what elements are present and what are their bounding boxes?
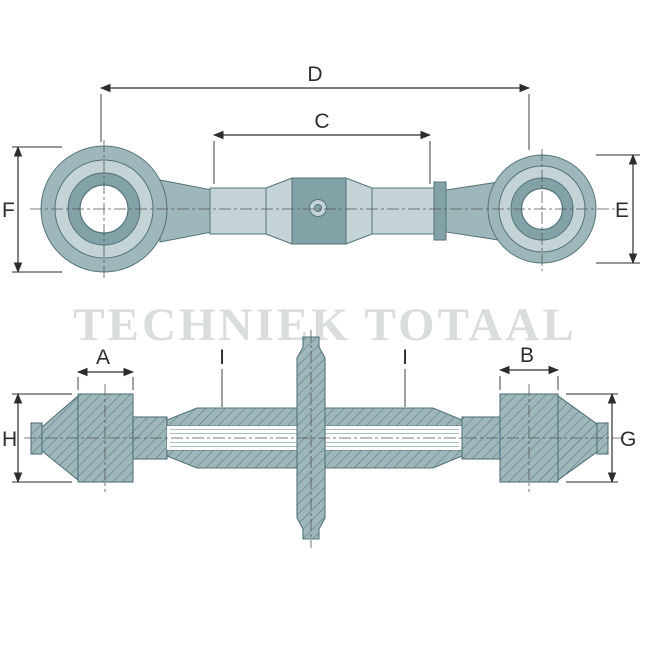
dim-label-A: A xyxy=(96,346,110,369)
bottom-view: A B I I H G xyxy=(2,330,636,548)
dim-label-I2: I xyxy=(402,346,408,369)
left-neck xyxy=(159,179,213,243)
dimension-C: C xyxy=(212,110,432,184)
right-pin xyxy=(596,422,609,455)
dim-label-D: D xyxy=(307,63,322,86)
left-pin xyxy=(30,422,43,455)
grease-nipple-center xyxy=(314,204,322,212)
dimension-E: E xyxy=(596,153,640,265)
left-taper xyxy=(265,177,293,245)
right-sleeve xyxy=(371,187,435,235)
dimension-D: D xyxy=(99,63,531,150)
dim-label-B: B xyxy=(520,344,534,367)
right-taper xyxy=(345,177,373,245)
collar xyxy=(433,181,447,241)
dimension-F: F xyxy=(2,145,62,274)
dimension-B: B xyxy=(498,344,560,390)
dim-label-F: F xyxy=(2,199,15,222)
dim-label-I1: I xyxy=(219,346,225,369)
watermark-text: TECHNIEK TOTAAL xyxy=(73,299,576,351)
dim-label-E: E xyxy=(615,199,629,222)
dim-label-G: G xyxy=(620,428,636,451)
dim-label-H: H xyxy=(2,428,17,451)
callout-I1: I xyxy=(219,346,225,407)
dim-label-C: C xyxy=(314,110,329,133)
left-sleeve xyxy=(209,187,267,235)
dimension-H: H xyxy=(2,392,72,484)
callout-I2: I xyxy=(402,346,408,407)
turnbuckle-body xyxy=(159,177,506,245)
dimension-A: A xyxy=(76,346,135,390)
dimension-G: G xyxy=(566,392,636,484)
top-view: D C F E xyxy=(2,63,640,280)
